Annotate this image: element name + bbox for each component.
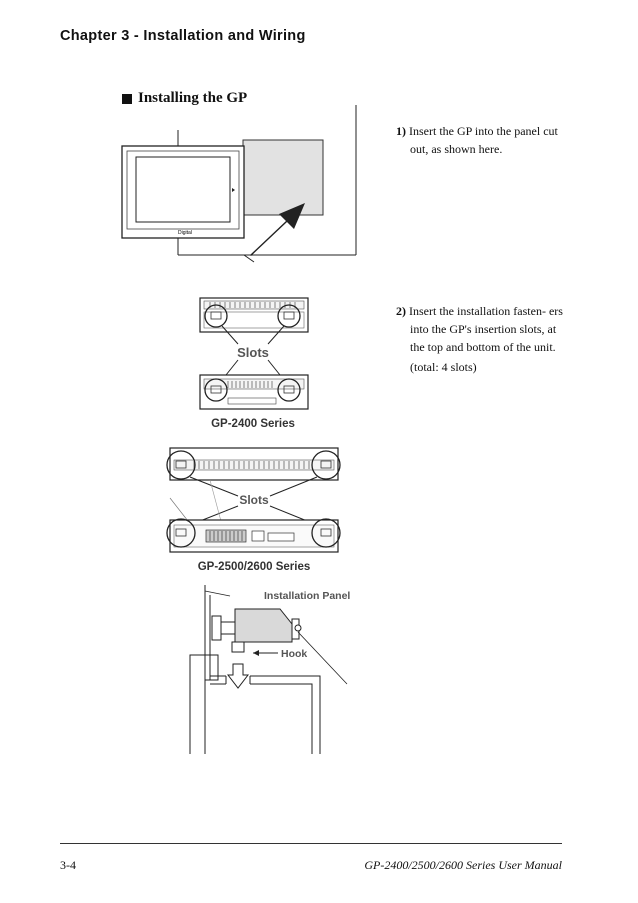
- manual-title: GP-2400/2500/2600 Series User Manual: [364, 858, 562, 872]
- gp2400-slots-label: Slots: [237, 345, 269, 360]
- gp2400-slot-mark-tl: [210, 311, 222, 320]
- gp2400-top-strip: [203, 300, 305, 310]
- installation-panel-label: Installation Panel: [264, 590, 350, 602]
- insert-arrow-icon: [250, 203, 305, 256]
- gp2400-bottom-connector: [227, 397, 277, 405]
- down-arrow-icon: [226, 663, 250, 689]
- gp2500-port-b: [267, 532, 295, 542]
- gp2400-slot-bottom-left: [204, 378, 228, 402]
- fastener-neck: [220, 621, 236, 635]
- fastener-body: [234, 608, 293, 643]
- panel-leader: [204, 590, 231, 597]
- gp2500-leader-tr: [269, 476, 318, 497]
- gp2500-slot-mark-tr: [320, 460, 332, 469]
- gp2400-slot-mark-br: [283, 385, 295, 394]
- gp2500-slot-mark-br: [320, 528, 332, 537]
- gp2400-slot-mark-bl: [210, 385, 222, 394]
- gp2500-top-vents: [193, 461, 310, 469]
- gp2500-leader-tl: [189, 476, 239, 497]
- gp2500-caption: GP-2500/2600 Series: [198, 561, 311, 573]
- gp-housing-right-inner: [250, 683, 313, 754]
- step-2-note: (total: 4 slots): [410, 360, 477, 374]
- gp-indicator-icon: [232, 188, 235, 192]
- gp2500-slot-bottom-left: [166, 518, 196, 548]
- gp2400-top-body: [203, 311, 305, 329]
- arrow-tail: [243, 254, 255, 263]
- gp2500-port-a: [251, 530, 265, 542]
- fastener-screw-tip: [294, 624, 302, 632]
- figure-insertion: Digital: [121, 105, 357, 263]
- gp2400-slot-top-left: [204, 304, 228, 328]
- gp2400-leader-tr: [267, 325, 285, 345]
- gp-housing-right-outer: [250, 675, 321, 754]
- panel-cutout: [242, 139, 324, 216]
- gp2500-slot-mark-tl: [175, 460, 187, 469]
- gp2500-slot-mark-bl: [175, 528, 187, 537]
- gp2400-caption: GP-2400 Series: [211, 418, 295, 430]
- section-heading: Installing the GP: [122, 90, 247, 107]
- figure-gp2500: Slots GP-2500/2600 Series: [166, 447, 341, 573]
- gp2400-leader-tl: [221, 325, 239, 345]
- hook-label: Hook: [281, 648, 307, 660]
- gp2400-slot-bottom-right: [277, 378, 301, 402]
- step-2-text: Insert the installation fasten- ers into…: [409, 304, 563, 354]
- gp2500-guide-mid: [209, 479, 223, 526]
- figure-gp2400: Slots GP-2400 Series: [199, 297, 309, 430]
- step-1-text: Insert the GP into the panel cut out, as…: [409, 124, 558, 156]
- gp2500-slot-bottom-right: [311, 518, 341, 548]
- gp2400-slot-mark-tr: [283, 311, 295, 320]
- fastener-head: [211, 615, 222, 641]
- gp2400-bottom-vents: [227, 381, 273, 388]
- fastener-leader: [297, 631, 348, 685]
- chapter-title: Chapter 3 - Installation and Wiring: [60, 28, 306, 44]
- gp2400-slot-top-right: [277, 304, 301, 328]
- footer-rule: [60, 843, 562, 844]
- step-2-number: 2): [396, 304, 406, 318]
- gp-housing-left: [189, 654, 219, 754]
- page-number: 3-4: [60, 858, 76, 872]
- gp2500-slot-top-right: [311, 450, 341, 480]
- gp2500-slot-top-left: [166, 450, 196, 480]
- fastener-hook: [231, 641, 245, 653]
- gp2400-bottom-strip: [203, 378, 305, 390]
- gp2500-connector-pins: [209, 531, 243, 541]
- figure-fastener: Installation Panel Hook: [189, 585, 350, 754]
- gp2500-slots-label: Slots: [239, 493, 269, 507]
- bullet-square-icon: [122, 93, 132, 104]
- section-heading-text: Installing the GP: [138, 90, 248, 106]
- step-2: 2) Insert the installation fasten- ers i…: [396, 302, 566, 376]
- step-1-number: 1): [396, 124, 406, 138]
- gp-screen: [135, 156, 231, 223]
- step-1: 1) Insert the GP into the panel cut out,…: [396, 122, 566, 158]
- hook-arrow-icon: [253, 650, 259, 656]
- gp-logo: Digital: [178, 230, 192, 236]
